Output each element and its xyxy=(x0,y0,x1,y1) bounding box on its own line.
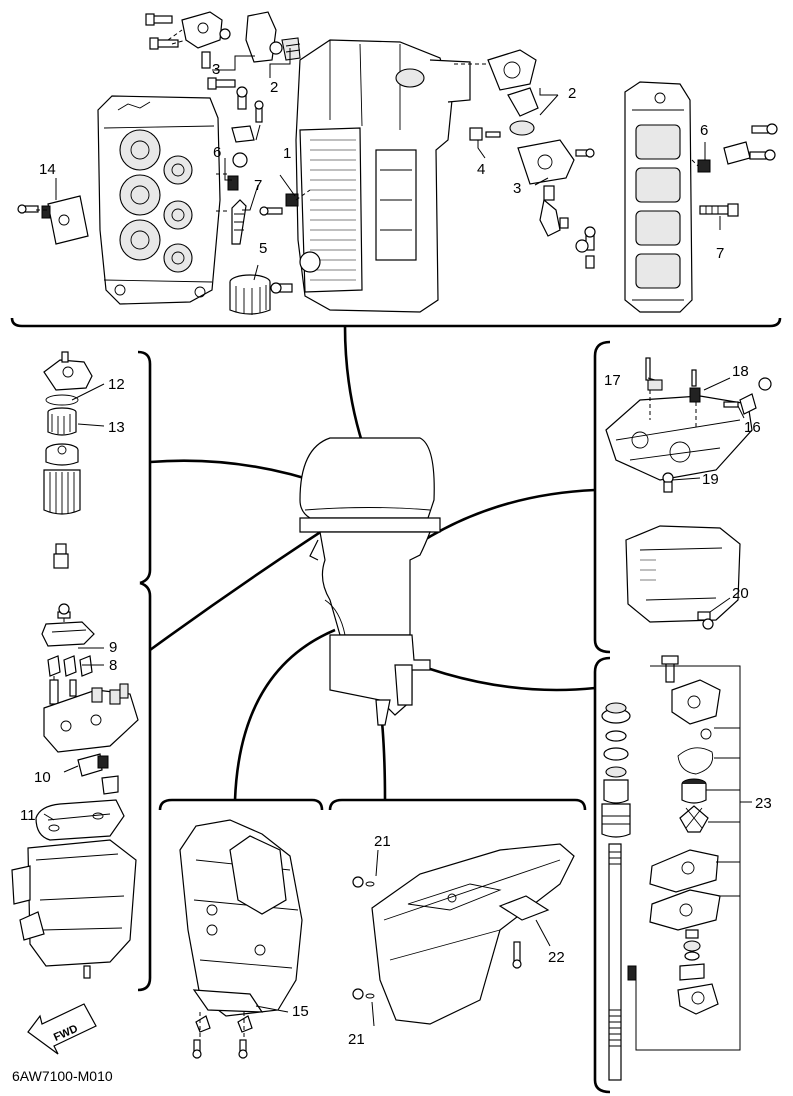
callout-3-right: 3 xyxy=(513,180,521,197)
callout-20: 20 xyxy=(732,585,749,602)
callout-8: 8 xyxy=(109,657,117,674)
callout-23: 23 xyxy=(755,795,772,812)
callout-1: 1 xyxy=(283,145,291,162)
exhaust-guide-section xyxy=(605,357,772,630)
vapor-separator-section xyxy=(11,603,139,979)
powerhead-small-parts xyxy=(17,11,778,315)
left-cylinder-head xyxy=(97,95,221,305)
callout-5: 5 xyxy=(259,240,267,257)
callout-9: 9 xyxy=(109,639,117,656)
callout-10: 10 xyxy=(34,769,51,786)
callout-21-top: 21 xyxy=(374,833,391,850)
oil-filter xyxy=(229,274,271,315)
callout-3-left: 3 xyxy=(212,61,220,78)
cylinder-block xyxy=(295,39,471,313)
callout-14: 14 xyxy=(39,161,56,178)
callout-numbers: 1 2 2 3 3 4 5 6 6 7 7 8 9 10 11 12 13 14… xyxy=(20,61,772,1048)
right-cylinder-head xyxy=(624,81,693,313)
callout-12: 12 xyxy=(108,376,125,393)
section-frames xyxy=(10,317,782,1094)
callout-7-right: 7 xyxy=(716,245,724,262)
powerhead-section xyxy=(17,11,778,315)
callout-13: 13 xyxy=(108,419,125,436)
callout-2-right: 2 xyxy=(568,85,576,102)
callout-17: 17 xyxy=(604,372,621,389)
upper-casing-section xyxy=(179,819,303,1059)
powerhead-leaders xyxy=(36,29,721,281)
callout-16: 16 xyxy=(744,419,761,436)
callout-18: 18 xyxy=(732,363,749,380)
callout-19: 19 xyxy=(702,471,719,488)
lower-casing-section xyxy=(352,843,575,1027)
water-pump-section xyxy=(601,655,752,1081)
callout-6-right: 6 xyxy=(700,122,708,139)
outboard-motor-outline xyxy=(299,437,441,726)
drawing-code: 6AW7100-M010 xyxy=(12,1068,113,1084)
callout-11: 11 xyxy=(20,807,36,824)
callout-2-left: 2 xyxy=(270,79,278,96)
fuel-filter-section xyxy=(43,351,105,569)
callout-7-left: 7 xyxy=(254,177,262,194)
callout-15: 15 xyxy=(292,1003,309,1020)
fwd-arrow: FWD xyxy=(27,1003,97,1055)
callout-22: 22 xyxy=(548,949,565,966)
callout-6-left: 6 xyxy=(213,144,221,161)
callout-21-bottom: 21 xyxy=(348,1031,365,1048)
callout-4: 4 xyxy=(477,161,485,178)
